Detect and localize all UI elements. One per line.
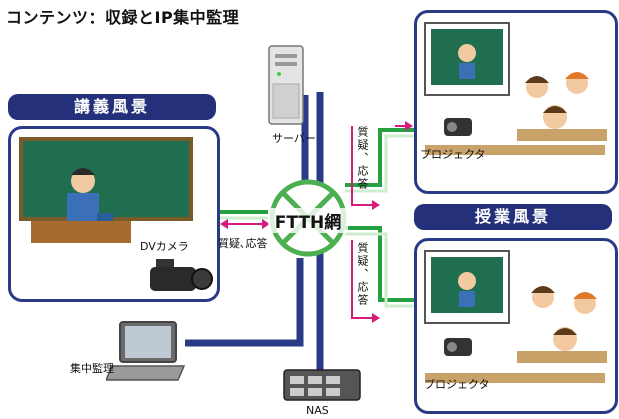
dv-camera-label: DVカメラ [140, 240, 189, 253]
nas-icon [283, 369, 361, 401]
class-banner: 授業風景 [414, 204, 612, 230]
monitor-label: 集中監理 [70, 362, 114, 375]
monitor-link [185, 258, 304, 347]
projector-bottom-icon [444, 338, 472, 356]
qa-label-bottom: 質疑、応答 [356, 242, 369, 307]
projector-top-icon [444, 118, 472, 136]
nas-label: NAS [306, 404, 329, 417]
classroom-bottom-link [345, 226, 415, 302]
qa-label-lecture: 質疑､応答 [218, 237, 268, 250]
hub-label: FTTH網 [268, 208, 348, 233]
classroom-top-scene [424, 22, 607, 155]
classroom-top-link [345, 128, 415, 187]
qa-label-top: 質疑、応答 [356, 126, 369, 191]
lecture-banner: 講義風景 [8, 94, 216, 120]
projector-top-label: プロジェクタ [420, 148, 486, 161]
classroom-bottom-frame [414, 238, 618, 414]
page-title: コンテンツ：収録とIP集中監理 [6, 8, 240, 27]
projector-bottom-label: プロジェクタ [424, 378, 490, 391]
server-label: サーバー [272, 132, 316, 145]
classroom-bottom-scene [424, 250, 607, 383]
qa-arrows [228, 125, 405, 319]
laptop-icon [106, 321, 186, 381]
server-icon [268, 45, 304, 125]
lecture-scene [19, 137, 193, 243]
dv-camera-icon [150, 259, 213, 291]
classroom-top-frame [414, 10, 618, 194]
